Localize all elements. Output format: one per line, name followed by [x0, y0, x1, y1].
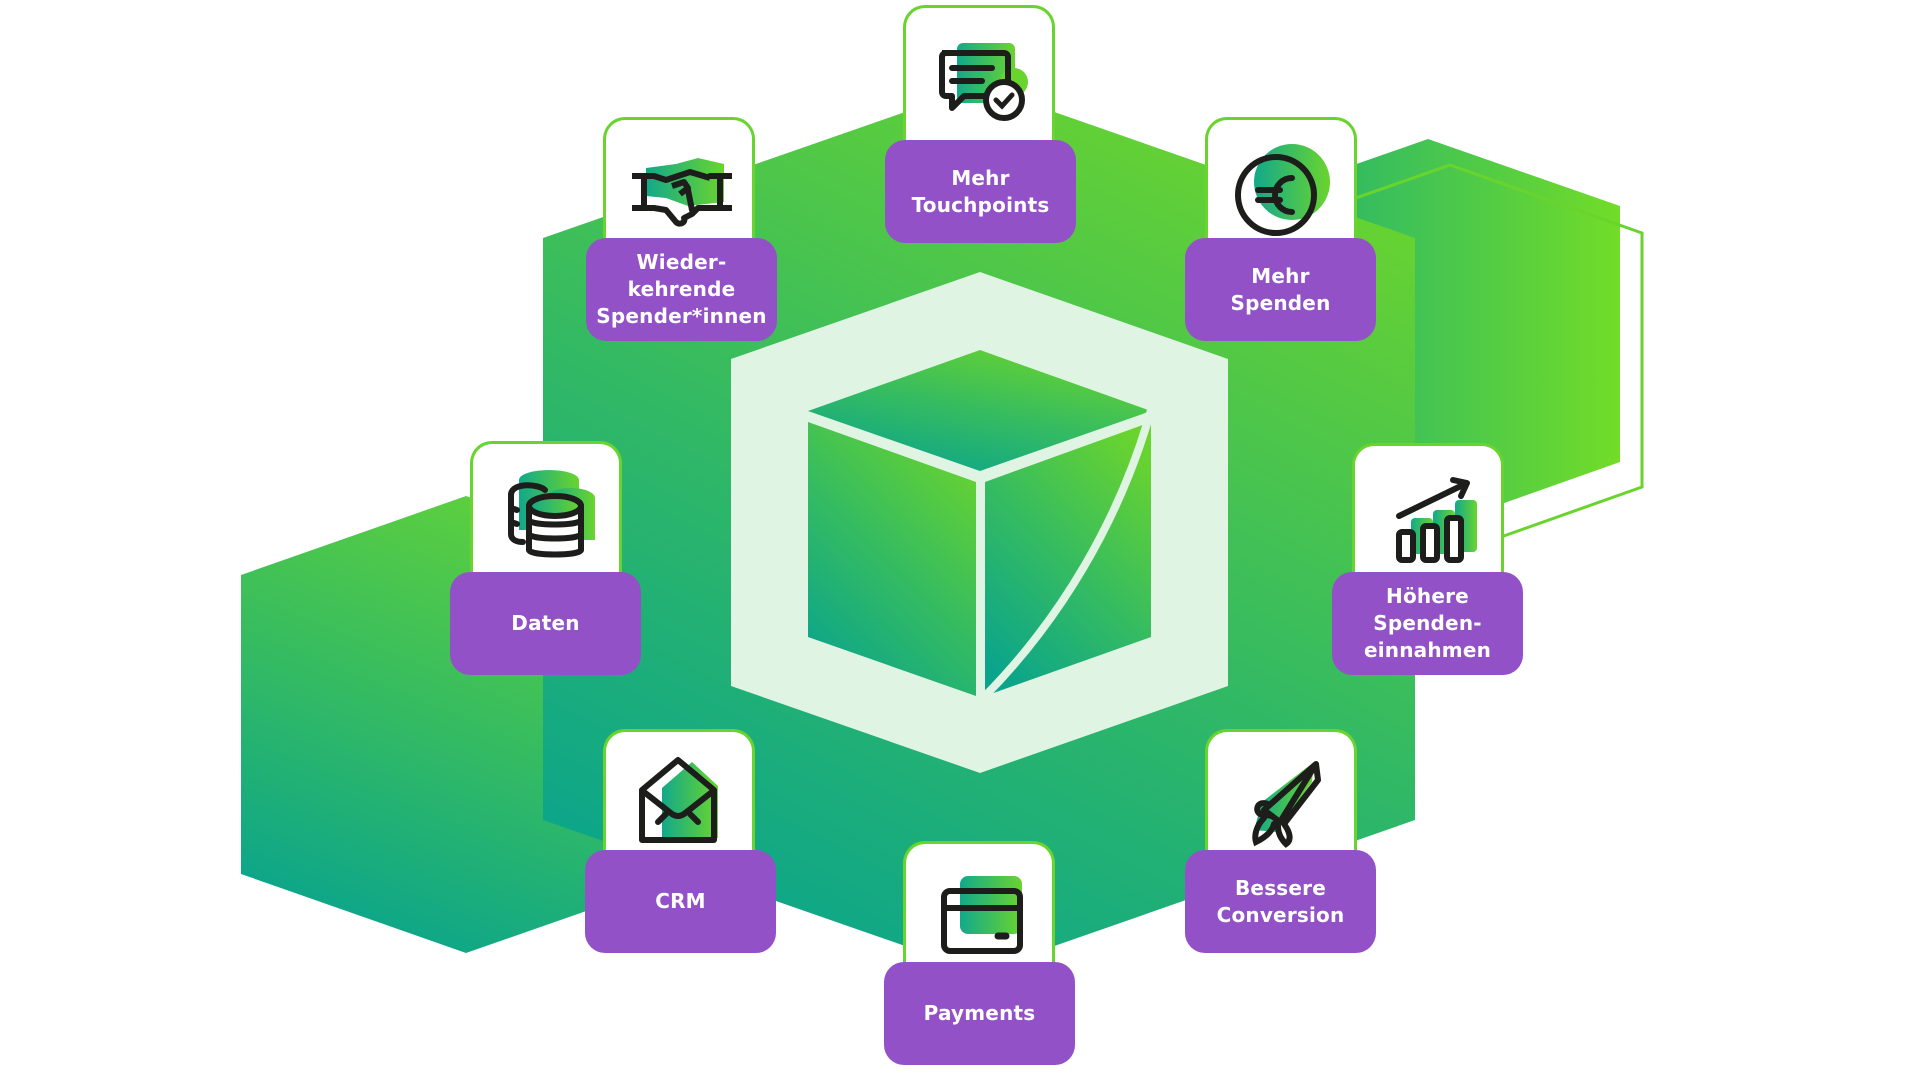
envelope-open-icon	[639, 757, 718, 843]
label-payments: Payments	[884, 962, 1075, 1065]
card-wiederkehrende[interactable]	[603, 117, 755, 257]
label-daten: Daten	[450, 572, 641, 675]
label-spenden: Mehr Spenden	[1185, 238, 1376, 341]
label-touchpoints: Mehr Touchpoints	[885, 140, 1076, 243]
growth-chart-icon	[1396, 477, 1477, 563]
card-einnahmen[interactable]	[1352, 443, 1504, 583]
label-wiederkehrende: Wieder- kehrende Spender*innen	[586, 238, 777, 341]
card-spenden[interactable]	[1205, 117, 1357, 257]
handshake-icon	[632, 158, 732, 227]
label-conversion: Bessere Conversion	[1185, 850, 1376, 953]
euro-coin-icon	[1235, 144, 1330, 236]
inner-hexagon	[731, 272, 1228, 773]
label-crm: CRM	[585, 850, 776, 953]
rocket-icon	[1252, 761, 1321, 848]
card-touchpoints[interactable]	[903, 5, 1055, 145]
card-crm[interactable]	[603, 729, 755, 869]
card-payments[interactable]	[903, 841, 1055, 981]
label-einnahmen: Höhere Spenden- einnahmen	[1332, 572, 1523, 675]
credit-card-icon	[941, 876, 1023, 954]
card-conversion[interactable]	[1205, 729, 1357, 869]
chat-check-icon	[939, 43, 1028, 121]
cube-leaf-icon	[808, 350, 1155, 699]
database-icon	[508, 470, 595, 558]
card-daten[interactable]	[470, 441, 622, 581]
